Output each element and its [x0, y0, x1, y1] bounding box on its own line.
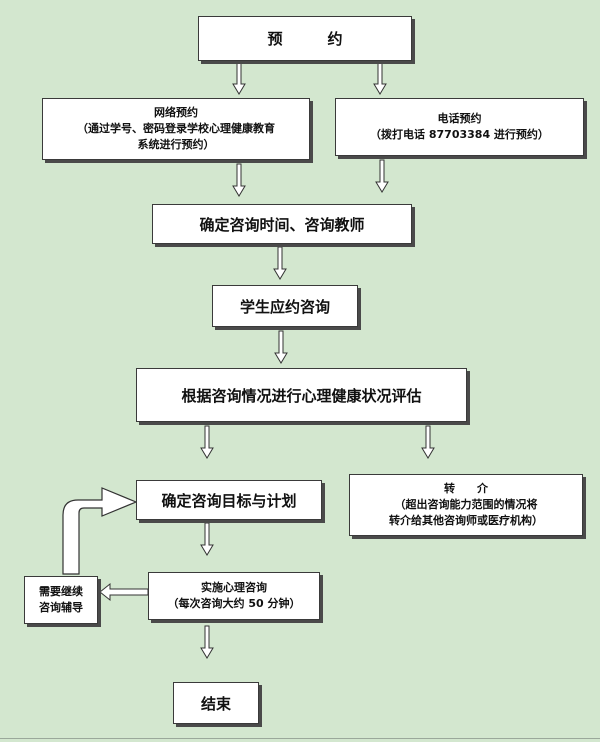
- continue-consult-line-2: 咨询辅导: [39, 601, 83, 614]
- assessment-box: 根据咨询情况进行心理健康状况评估: [136, 368, 467, 422]
- implement-consult-box: 实施心理咨询 （每次咨询大约 50 分钟）: [148, 572, 320, 620]
- online-reservation-desc-2: 系统进行预约）: [137, 138, 215, 151]
- student-consult-label: 学生应约咨询: [239, 297, 330, 316]
- confirm-time-label: 确定咨询时间、咨询教师: [199, 215, 365, 234]
- arrow-assess-to-referral: [421, 425, 435, 459]
- arrow-implement-to-end: [200, 625, 214, 659]
- online-reservation-desc-1: （通过学号、密码登录学校心理健康教育: [77, 122, 275, 135]
- phone-reservation-desc: （拨打电话 87703384 进行预约）: [370, 128, 549, 141]
- online-reservation-title: 网络预约: [154, 106, 198, 119]
- arrow-reserve-to-online: [232, 61, 246, 95]
- bottom-divider: [0, 738, 600, 739]
- confirm-time-box: 确定咨询时间、咨询教师: [152, 204, 412, 244]
- phone-reservation-box: 电话预约 （拨打电话 87703384 进行预约）: [335, 98, 584, 156]
- arrow-student-to-assess: [274, 330, 288, 364]
- referral-desc-1: （超出咨询能力范围的情况将: [394, 498, 538, 511]
- reserve-label: 预 约: [267, 30, 343, 48]
- implement-consult-title: 实施心理咨询: [201, 581, 267, 594]
- arrow-confirm-to-student: [273, 246, 287, 280]
- arrow-phone-to-confirm: [375, 159, 389, 193]
- arrow-goal-to-implement: [200, 522, 214, 556]
- referral-desc-2: 转介给其他咨询师或医疗机构）: [389, 514, 543, 527]
- end-label: 结束: [200, 694, 231, 713]
- confirm-goal-box: 确定咨询目标与计划: [136, 480, 322, 520]
- assessment-label: 根据咨询情况进行心理健康状况评估: [181, 386, 422, 405]
- continue-consult-box: 需要继续 咨询辅导: [24, 576, 98, 624]
- referral-title: 转 介: [444, 482, 488, 495]
- arrow-assess-to-goal: [200, 425, 214, 459]
- online-reservation-box: 网络预约 （通过学号、密码登录学校心理健康教育 系统进行预约）: [42, 98, 310, 160]
- arrow-continue-loop: [62, 487, 138, 575]
- end-box: 结束: [173, 682, 259, 724]
- arrow-implement-to-continue: [99, 582, 149, 602]
- continue-consult-line-1: 需要继续: [39, 585, 83, 598]
- confirm-goal-label: 确定咨询目标与计划: [161, 491, 297, 510]
- implement-consult-desc: （每次咨询大约 50 分钟）: [167, 597, 301, 610]
- phone-reservation-title: 电话预约: [437, 112, 482, 125]
- reserve-box: 预 约: [198, 16, 412, 61]
- arrow-reserve-to-phone: [373, 61, 387, 95]
- arrow-online-to-confirm: [232, 163, 246, 197]
- student-consult-box: 学生应约咨询: [212, 285, 358, 327]
- referral-box: 转 介 （超出咨询能力范围的情况将 转介给其他咨询师或医疗机构）: [349, 474, 583, 536]
